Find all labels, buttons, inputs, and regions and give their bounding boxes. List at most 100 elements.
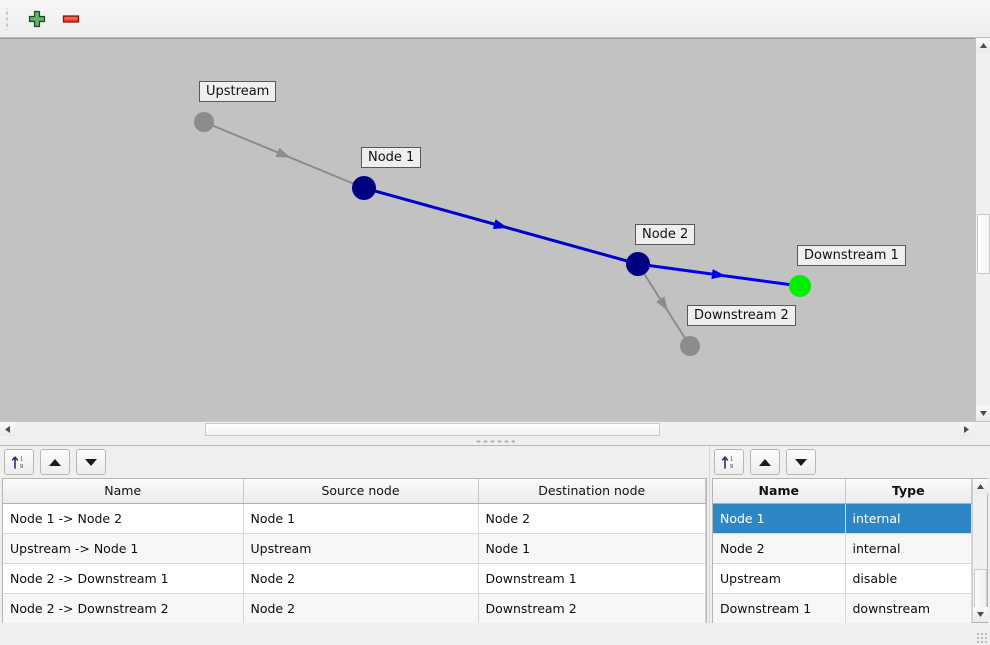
- nodes-cell-name[interactable]: Node 2: [713, 533, 846, 564]
- nodes-col-name[interactable]: Name: [713, 479, 846, 504]
- node-label-node1[interactable]: Node 1: [361, 147, 422, 168]
- links-cell-name[interactable]: Node 1 -> Node 2: [3, 503, 244, 534]
- links-cell-source[interactable]: Node 2: [243, 563, 479, 594]
- graph-node-downstream1[interactable]: [789, 275, 811, 297]
- nodes-scroll-thumb[interactable]: [974, 569, 987, 611]
- arrow-up-icon: [49, 458, 61, 466]
- links-col-source[interactable]: Source node: [243, 479, 479, 504]
- status-bar: [0, 623, 990, 645]
- links-panel: 1 9 Name Source node Destination node: [0, 446, 710, 624]
- links-sort-button[interactable]: 1 9: [4, 449, 34, 475]
- graph-node-downstream2[interactable]: [680, 336, 700, 356]
- nodes-cell-type[interactable]: disable: [845, 563, 972, 594]
- plus-icon: [28, 10, 46, 27]
- triangle-right-icon: [964, 426, 969, 433]
- links-col-name[interactable]: Name: [3, 479, 244, 504]
- graph-node-node1[interactable]: [352, 176, 376, 200]
- tables-area: 1 9 Name Source node Destination node: [0, 446, 990, 624]
- edge-arrowhead: [711, 269, 726, 280]
- links-move-down-button[interactable]: [76, 449, 106, 475]
- triangle-up-icon: [977, 484, 984, 489]
- node-label-upstream[interactable]: Upstream: [199, 81, 277, 102]
- triangle-down-icon: [980, 411, 987, 416]
- nodes-scroll-down-arrow[interactable]: [973, 607, 988, 622]
- nodes-col-type[interactable]: Type: [845, 479, 972, 504]
- triangle-up-icon: [980, 43, 987, 48]
- add-node-button[interactable]: [20, 4, 54, 34]
- splitter-grip-icon: [475, 440, 515, 443]
- toolbar-drag-handle[interactable]: [4, 7, 14, 30]
- svg-text:9: 9: [20, 464, 23, 470]
- remove-node-button[interactable]: [54, 4, 88, 34]
- nodes-sort-button[interactable]: 1 9: [714, 449, 744, 475]
- svg-text:9: 9: [730, 464, 733, 470]
- minus-icon: [62, 14, 80, 23]
- links-table-container: Name Source node Destination node Node 1…: [2, 478, 707, 624]
- nodes-cell-name[interactable]: Downstream 1: [713, 593, 846, 624]
- nodes-toolbar: 1 9: [710, 446, 990, 478]
- arrow-down-icon: [795, 458, 807, 466]
- scroll-up-arrow[interactable]: [976, 38, 990, 53]
- nodes-cell-type[interactable]: internal: [845, 503, 972, 534]
- nodes-cell-type[interactable]: internal: [845, 533, 972, 564]
- links-table-header-row: Name Source node Destination node: [3, 479, 706, 504]
- links-cell-destination[interactable]: Downstream 1: [478, 563, 706, 594]
- scroll-left-arrow[interactable]: [0, 422, 15, 437]
- triangle-left-icon: [5, 426, 10, 433]
- links-cell-destination[interactable]: Downstream 2: [478, 593, 706, 624]
- graph-node-upstream[interactable]: [194, 112, 214, 132]
- main-toolbar: [0, 0, 990, 38]
- canvas-vertical-scrollbar[interactable]: [975, 38, 990, 421]
- scroll-down-arrow[interactable]: [976, 406, 990, 421]
- links-move-up-button[interactable]: [40, 449, 70, 475]
- nodes-move-down-button[interactable]: [786, 449, 816, 475]
- nodes-move-up-button[interactable]: [750, 449, 780, 475]
- links-cell-source[interactable]: Node 1: [243, 503, 479, 534]
- links-cell-name[interactable]: Node 2 -> Downstream 2: [3, 593, 244, 624]
- scroll-right-arrow[interactable]: [959, 422, 974, 437]
- links-cell-source[interactable]: Upstream: [243, 533, 479, 564]
- nodes-cell-type[interactable]: downstream: [845, 593, 972, 624]
- links-cell-name[interactable]: Node 2 -> Downstream 1: [3, 563, 244, 594]
- window-resize-grip[interactable]: [976, 632, 988, 644]
- links-cell-destination[interactable]: Node 1: [478, 533, 706, 564]
- canvas-hscroll-thumb[interactable]: [205, 423, 660, 436]
- nodes-scroll-up-arrow[interactable]: [973, 479, 988, 494]
- sort-icon: 1 9: [721, 456, 733, 470]
- graph-svg: [194, 112, 811, 356]
- sort-icon: 1 9: [11, 456, 23, 470]
- graph-node-node2[interactable]: [626, 252, 650, 276]
- links-cell-source[interactable]: Node 2: [243, 593, 479, 624]
- links-col-destination[interactable]: Destination node: [478, 479, 706, 504]
- triangle-down-icon: [977, 612, 984, 617]
- nodes-cell-name[interactable]: Upstream: [713, 563, 846, 594]
- links-table[interactable]: Name Source node Destination node Node 1…: [3, 479, 706, 624]
- nodes-table-scrollbar[interactable]: [972, 479, 988, 622]
- edge-arrowhead: [275, 147, 291, 158]
- links-cell-destination[interactable]: Node 2: [478, 503, 706, 534]
- node-label-downstream2[interactable]: Downstream 2: [687, 305, 796, 326]
- svg-text:1: 1: [730, 456, 733, 462]
- canvas-vscroll-thumb[interactable]: [977, 214, 990, 274]
- horizontal-splitter[interactable]: [0, 436, 990, 446]
- canvas-horizontal-scrollbar[interactable]: [0, 421, 990, 437]
- links-cell-name[interactable]: Upstream -> Node 1: [3, 533, 244, 564]
- arrow-up-icon: [759, 458, 771, 466]
- nodes-cell-name[interactable]: Node 1: [713, 503, 846, 534]
- links-toolbar: 1 9: [0, 446, 709, 478]
- node-label-node2[interactable]: Node 2: [635, 224, 696, 245]
- node-label-downstream1[interactable]: Downstream 1: [797, 245, 906, 266]
